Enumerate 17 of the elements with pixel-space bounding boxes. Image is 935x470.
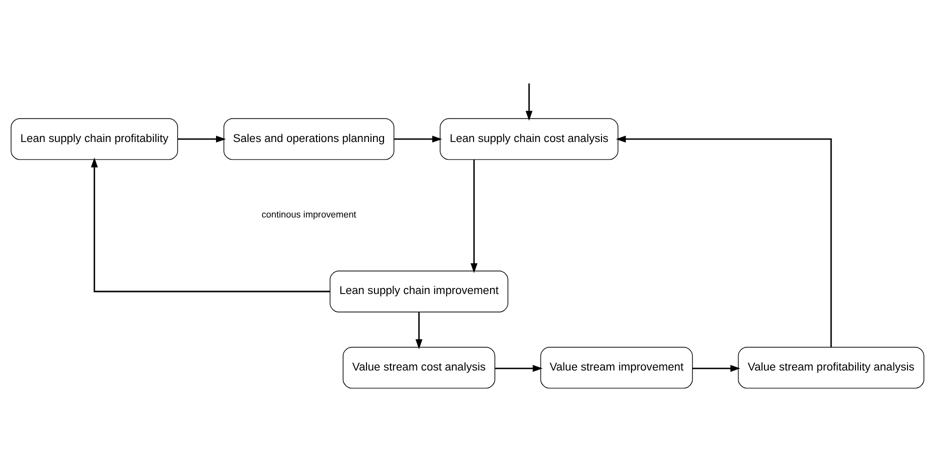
arrow	[495, 364, 543, 372]
arrow	[394, 135, 442, 142]
node-box: Lean supply chain profitability	[10, 118, 178, 160]
arrow	[526, 82, 533, 120]
node-box: Value stream improvement	[540, 346, 693, 388]
node-box: Lean supply chain cost analysis	[440, 118, 618, 160]
node-box: Value stream cost analysis	[342, 346, 496, 388]
node-box: Lean supply chain improvement	[330, 270, 508, 312]
arrow	[90, 157, 330, 292]
node-box: Sales and operations planning	[224, 118, 394, 160]
arrow	[692, 364, 740, 372]
label: continous improvement	[262, 209, 356, 220]
node-box: Value stream profitability analysis	[738, 346, 924, 388]
arrow	[470, 159, 478, 273]
arrow	[616, 135, 832, 347]
arrow	[416, 312, 422, 349]
arrow	[178, 135, 226, 142]
